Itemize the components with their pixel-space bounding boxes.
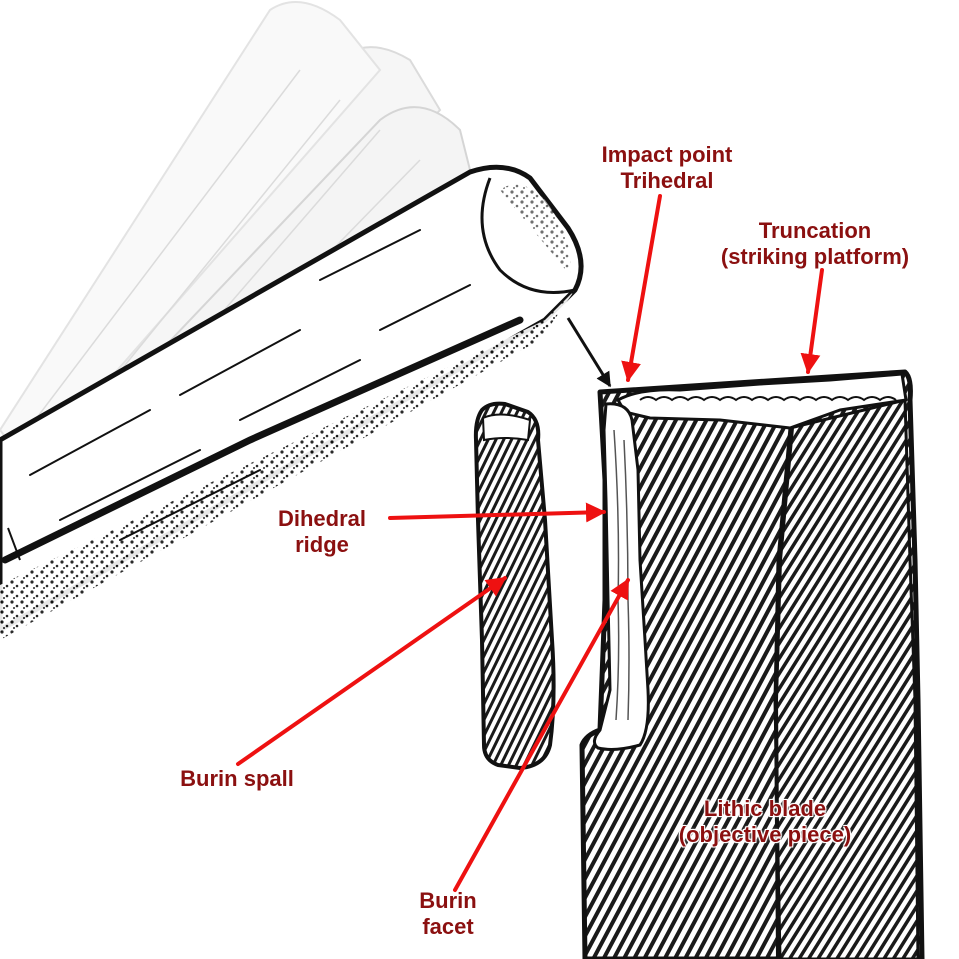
label-truncation: Truncation (striking platform) xyxy=(680,218,950,270)
arrow-dihedral-ridge xyxy=(388,502,606,523)
label-dihedral-ridge-line2: ridge xyxy=(295,532,349,557)
label-dihedral-ridge: Dihedral ridge xyxy=(262,506,382,558)
arrow-truncation xyxy=(800,268,824,374)
arrow-burin-facet xyxy=(453,578,630,892)
label-impact-point-line2: Trihedral xyxy=(620,168,714,193)
blow-direction-arrow xyxy=(566,317,612,388)
label-lithic-blade: Lithic blade (objective piece) xyxy=(640,796,890,848)
hammer-stone xyxy=(0,164,584,640)
label-burin-facet-line1: Burin xyxy=(419,888,477,913)
annotation-arrows xyxy=(236,194,824,892)
label-truncation-line1: Truncation xyxy=(758,218,872,243)
arrow-burin-spall xyxy=(236,576,507,766)
label-dihedral-ridge-line1: Dihedral xyxy=(277,506,367,531)
arrow-impact-point xyxy=(621,194,662,382)
label-burin-spall-line1: Burin spall xyxy=(180,766,294,791)
label-burin-facet-line2: facet xyxy=(422,914,474,939)
label-lithic-blade-line1: Lithic blade xyxy=(703,796,827,821)
label-lithic-blade-line2: (objective piece) xyxy=(678,822,852,847)
label-impact-point-line1: Impact point xyxy=(601,142,733,167)
burin-spall xyxy=(473,401,556,770)
label-burin-facet: Burin facet xyxy=(388,888,508,940)
label-truncation-line2: (striking platform) xyxy=(720,244,910,269)
label-burin-spall: Burin spall xyxy=(152,766,322,792)
lithic-blade xyxy=(579,369,925,959)
label-impact-point: Impact point Trihedral xyxy=(572,142,762,194)
